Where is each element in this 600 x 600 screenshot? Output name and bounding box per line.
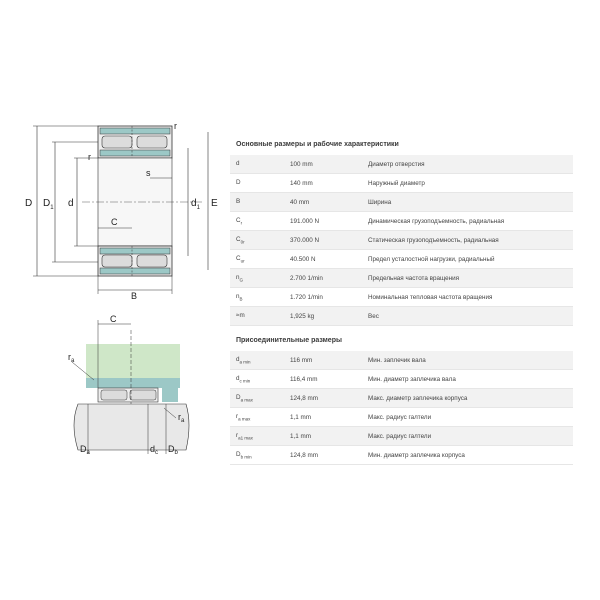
value-cell: 1,1 mm: [284, 426, 362, 446]
value-cell: 116 mm: [284, 351, 362, 370]
description-cell: Динамическая грузоподъемность, радиальна…: [362, 211, 573, 231]
label-D1: D1: [43, 198, 54, 211]
symbol-cell: dc min: [230, 369, 284, 389]
description-cell: Мин. заплечик вала: [362, 351, 573, 370]
mount-label-Da: Da: [80, 444, 91, 456]
label-E: E: [211, 198, 218, 209]
value-cell: 124,8 mm: [284, 445, 362, 465]
description-cell: Номинальная тепловая частота вращения: [362, 287, 573, 307]
symbol-cell: Cr: [230, 211, 284, 231]
label-C: C: [111, 217, 118, 227]
symbol-cell: Db min: [230, 445, 284, 465]
symbol-cell: nB: [230, 287, 284, 307]
value-cell: 116,4 mm: [284, 369, 362, 389]
value-cell: 2.700 1/min: [284, 268, 362, 288]
symbol-cell: B: [230, 192, 284, 212]
label-r-top: r: [174, 121, 177, 131]
label-d1: d1: [191, 198, 201, 211]
mount-label-ra-right: ra: [178, 412, 185, 424]
symbol-cell: nG: [230, 268, 284, 288]
main-dims-title: Основные размеры и рабочие характеристик…: [236, 141, 399, 148]
description-cell: Предельная частота вращения: [362, 268, 573, 288]
symbol-cell: C0r: [230, 230, 284, 250]
label-D: D: [25, 198, 32, 209]
value-cell: 1,925 kg: [284, 306, 362, 326]
value-cell: 1,1 mm: [284, 407, 362, 427]
value-cell: 100 mm: [284, 155, 362, 174]
description-cell: Ширина: [362, 192, 573, 212]
label-r-left: r: [88, 152, 91, 162]
symbol-cell: ra max: [230, 407, 284, 427]
value-cell: 40.500 N: [284, 249, 362, 269]
mount-label-C: C: [110, 314, 117, 324]
label-B: B: [131, 291, 137, 301]
description-cell: Наружный диаметр: [362, 173, 573, 193]
symbol-cell: Cur: [230, 249, 284, 269]
label-d: d: [68, 198, 74, 209]
value-cell: 40 mm: [284, 192, 362, 212]
symbol-cell: ra1 max: [230, 426, 284, 446]
symbol-cell: da min: [230, 351, 284, 370]
mount-label-Db: Db: [168, 444, 179, 456]
symbol-cell: d: [230, 155, 284, 174]
symbol-cell: Da max: [230, 388, 284, 408]
description-cell: Вес: [362, 306, 573, 326]
label-s: s: [146, 168, 151, 178]
mount-label-dc: dc: [150, 444, 158, 456]
value-cell: 124,8 mm: [284, 388, 362, 408]
value-cell: 191.000 N: [284, 211, 362, 231]
description-cell: Макс. диаметр заплечика корпуса: [362, 388, 573, 408]
value-cell: 370.000 N: [284, 230, 362, 250]
mount-dims-title: Присоединительные размеры: [236, 337, 342, 344]
description-cell: Макс. радиус галтели: [362, 426, 573, 446]
description-cell: Мин. диаметр заплечика корпуса: [362, 445, 573, 465]
description-cell: Макс. радиус галтели: [362, 407, 573, 427]
description-cell: Статическая грузоподъемность, радиальная: [362, 230, 573, 250]
symbol-cell: D: [230, 173, 284, 193]
bearing-section-drawing: D D1 d d1 E r r s C B: [25, 121, 218, 301]
description-cell: Предел усталостной нагрузки, радиальный: [362, 249, 573, 269]
value-cell: 140 mm: [284, 173, 362, 193]
mount-label-ra-left: ra: [68, 352, 75, 364]
symbol-cell: ≈m: [230, 306, 284, 326]
value-cell: 1.720 1/min: [284, 287, 362, 307]
description-cell: Диаметр отверстия: [362, 155, 573, 174]
mounting-drawing: C ra ra Da dc Db: [68, 314, 190, 456]
description-cell: Мин. диаметр заплечика вала: [362, 369, 573, 389]
